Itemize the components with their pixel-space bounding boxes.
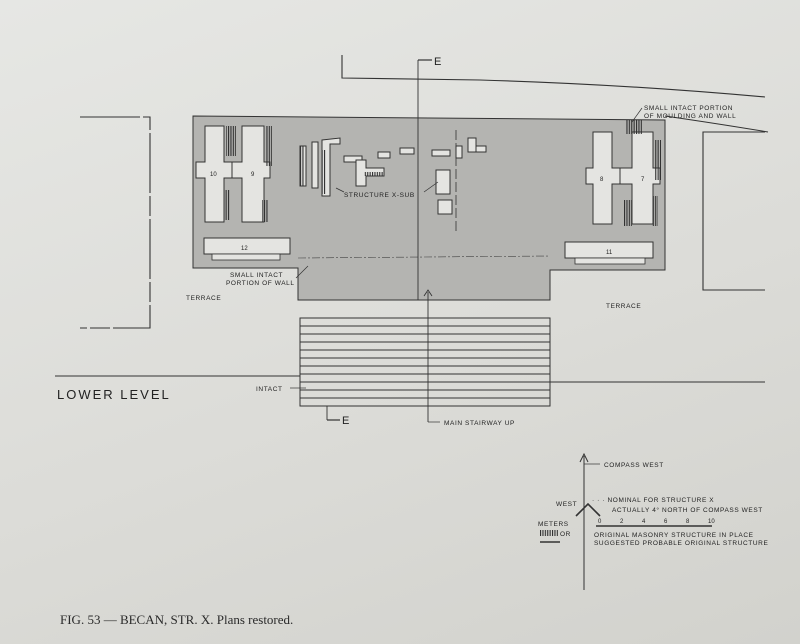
svg-text:ACTUALLY 4° NORTH OF COMPASS W: ACTUALLY 4° NORTH OF COMPASS WEST bbox=[612, 506, 763, 514]
svg-text:8: 8 bbox=[600, 177, 604, 183]
room-10 bbox=[195, 125, 233, 223]
label-small-intact-moulding-1: SMALL INTACT PORTION bbox=[644, 105, 733, 112]
left-terrace-outline bbox=[80, 116, 151, 329]
upper-wall-line-2 bbox=[664, 115, 769, 133]
scale-tick-label: 8 bbox=[686, 519, 690, 525]
main-platform bbox=[192, 115, 666, 301]
svg-text:SUGGESTED PROBABLE ORIGINAL ST: SUGGESTED PROBABLE ORIGINAL STRUCTURE bbox=[594, 540, 768, 547]
scale-tick-label: 4 bbox=[642, 519, 646, 525]
label-main-stairway: MAIN STAIRWAY UP bbox=[444, 420, 515, 427]
svg-text:12: 12 bbox=[241, 246, 248, 252]
svg-text:7: 7 bbox=[641, 177, 645, 183]
label-terrace-right: TERRACE bbox=[606, 303, 641, 310]
label-west: WEST bbox=[556, 501, 577, 508]
svg-text:9: 9 bbox=[251, 172, 255, 178]
label-compass-west: COMPASS WEST bbox=[604, 462, 664, 469]
section-mark-top: E bbox=[434, 56, 441, 68]
label-small-intact-wall-2: PORTION OF WALL bbox=[226, 280, 295, 287]
label-structure-x-sub: STRUCTURE X-SUB bbox=[344, 192, 415, 199]
svg-text:OR: OR bbox=[560, 531, 571, 538]
scale-tick-label: 2 bbox=[620, 519, 624, 525]
figure-caption: FIG. 53 — BECAN, STR. X. Plans restored. bbox=[60, 612, 294, 627]
right-terrace-outline bbox=[702, 131, 765, 291]
platform-break-line bbox=[297, 255, 551, 259]
structure-x-sub bbox=[299, 137, 487, 215]
main-stairway bbox=[299, 317, 551, 407]
label-terrace-left: TERRACE bbox=[186, 295, 221, 302]
label-lower-level: LOWER LEVEL bbox=[57, 387, 171, 402]
section-mark-bottom: E bbox=[342, 415, 349, 427]
label-intact: INTACT bbox=[256, 386, 283, 393]
svg-text:ORIGINAL MASONRY STRUCTURE IN: ORIGINAL MASONRY STRUCTURE IN PLACE bbox=[594, 532, 754, 539]
room-8 bbox=[585, 131, 621, 225]
label-meters: METERS bbox=[538, 521, 569, 528]
svg-text:11: 11 bbox=[606, 250, 613, 256]
svg-text:· · · NOMINAL FOR STRUCTURE X: · · · NOMINAL FOR STRUCTURE X bbox=[592, 497, 714, 504]
svg-text:10: 10 bbox=[210, 172, 217, 178]
label-small-intact-wall-1: SMALL INTACT bbox=[230, 272, 283, 279]
legend: COMPASS WEST WEST · · · NOMINAL FOR STRU… bbox=[538, 452, 768, 590]
scale-tick-label: 10 bbox=[708, 519, 715, 525]
scale-tick-label: 0 bbox=[598, 519, 602, 525]
label-small-intact-moulding-2: OF MOULDING AND WALL bbox=[644, 113, 736, 120]
upper-wall-line bbox=[341, 55, 766, 98]
scale-tick-label: 6 bbox=[664, 519, 668, 525]
